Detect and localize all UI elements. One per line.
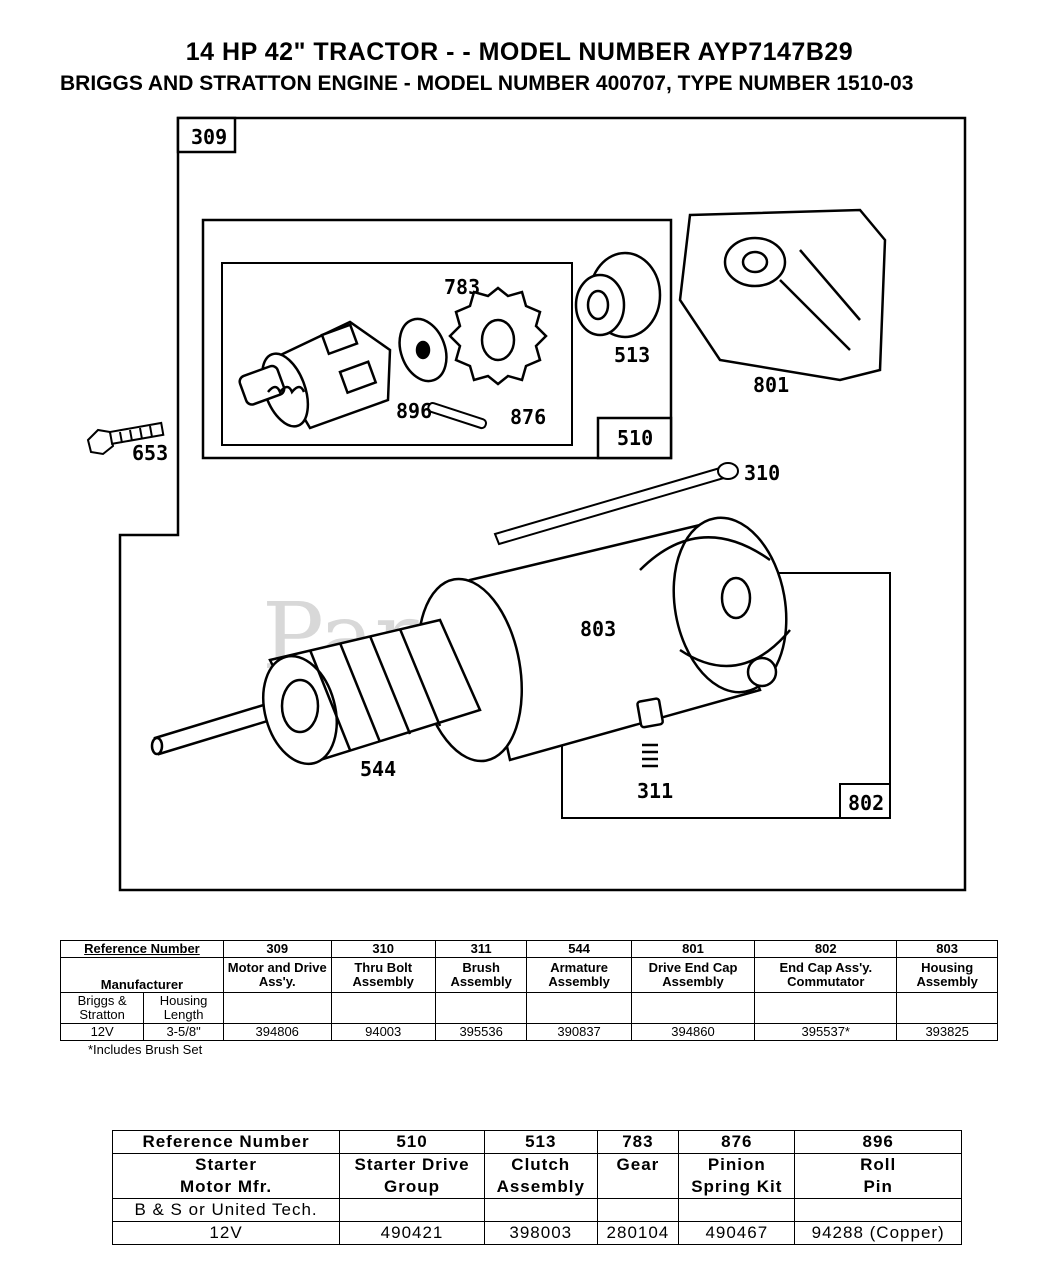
page-subtitle: BRIGGS AND STRATTON ENGINE - MODEL NUMBE… bbox=[60, 72, 914, 95]
t1-part: 94003 bbox=[330, 1023, 436, 1041]
parts-table-2: Reference Number 510 513 783 876 896 Sta… bbox=[111, 1130, 962, 1245]
t2-desc1: Clutch bbox=[483, 1153, 598, 1176]
t1-manufacturer-header: Manufacturer bbox=[60, 957, 224, 993]
group-309-outline bbox=[118, 116, 967, 892]
clutch-513-drawing bbox=[574, 251, 662, 339]
starter-drive-inner-box bbox=[221, 262, 573, 446]
t2-desc1: Pinion bbox=[678, 1153, 796, 1176]
t1-ref-header: Reference Number bbox=[60, 940, 224, 958]
t2-ref: 783 bbox=[596, 1130, 680, 1154]
footnote: *Includes Brush Set bbox=[88, 1042, 203, 1057]
washer-drawing bbox=[398, 317, 448, 383]
gear-783-drawing bbox=[448, 286, 548, 386]
t2-voltage: 12V bbox=[111, 1221, 341, 1245]
group-510-label: 510 bbox=[617, 426, 653, 450]
t2-mfr-label-2: Motor Mfr. bbox=[111, 1176, 341, 1199]
t1-ref: 802 bbox=[754, 940, 898, 958]
group-802-tag bbox=[839, 783, 891, 819]
t1-ref: 544 bbox=[526, 940, 632, 958]
thru-bolt-310-drawing bbox=[493, 462, 739, 546]
t1-desc: End Cap Ass'y. Commutator bbox=[754, 957, 898, 993]
callout-513: 513 bbox=[614, 343, 650, 367]
t1-ref: 311 bbox=[434, 940, 528, 958]
t1-part: 395536 bbox=[434, 1023, 528, 1041]
callout-801: 801 bbox=[753, 373, 789, 397]
parts-diagram: PartsTree 309 510 802 653 783 896 876 bbox=[86, 116, 967, 892]
group-309-tag bbox=[176, 116, 237, 154]
t2-desc1: Starter Drive bbox=[339, 1153, 485, 1176]
callout-310: 310 bbox=[744, 461, 780, 485]
t2-ref: 513 bbox=[483, 1130, 598, 1154]
t1-desc: Motor and Drive Ass'y. bbox=[222, 957, 332, 993]
t2-part: 490467 bbox=[678, 1221, 796, 1245]
callout-803: 803 bbox=[580, 617, 616, 641]
t1-desc: Housing Assembly bbox=[896, 957, 998, 993]
t1-part: 390837 bbox=[526, 1023, 632, 1041]
group-309-label: 309 bbox=[191, 125, 227, 149]
t1-sub-label: Housing Length bbox=[143, 992, 224, 1024]
t2-mfr-value: B & S or United Tech. bbox=[111, 1198, 341, 1222]
parts-table-1: Reference Number 309 310 311 544 801 802… bbox=[59, 940, 998, 1041]
callout-876: 876 bbox=[510, 405, 546, 429]
t2-ref: 896 bbox=[794, 1130, 962, 1154]
brush-311-drawing bbox=[636, 697, 664, 768]
t2-desc2 bbox=[596, 1176, 680, 1199]
bolt-653-drawing bbox=[86, 421, 165, 456]
drive-sleeve-drawing bbox=[238, 320, 392, 430]
t1-part: 394806 bbox=[222, 1023, 332, 1041]
t2-part: 398003 bbox=[483, 1221, 598, 1245]
t1-part: 393825 bbox=[896, 1023, 998, 1041]
callout-311: 311 bbox=[637, 779, 673, 803]
t1-desc: Thru Bolt Assembly bbox=[330, 957, 436, 993]
t2-desc1: Gear bbox=[596, 1153, 680, 1176]
t2-desc1: Roll bbox=[794, 1153, 962, 1176]
t1-ref: 310 bbox=[330, 940, 436, 958]
group-802-label: 802 bbox=[848, 791, 884, 815]
callout-896: 896 bbox=[396, 399, 432, 423]
t2-ref-header: Reference Number bbox=[111, 1130, 341, 1154]
t1-ref: 801 bbox=[630, 940, 756, 958]
t1-part: 395537* bbox=[754, 1023, 898, 1041]
t1-voltage: 12V bbox=[59, 1023, 145, 1041]
callout-544: 544 bbox=[360, 757, 396, 781]
t2-ref: 510 bbox=[339, 1130, 485, 1154]
t1-ref: 309 bbox=[222, 940, 332, 958]
t1-desc: Drive End Cap Assembly bbox=[630, 957, 756, 993]
group-510-outline bbox=[201, 218, 673, 460]
t2-desc2: Assembly bbox=[483, 1176, 598, 1199]
drive-end-cap-801-drawing bbox=[678, 208, 887, 382]
t1-part: 394860 bbox=[630, 1023, 756, 1041]
t2-part: 490421 bbox=[339, 1221, 485, 1245]
t2-mfr-label-1: Starter bbox=[111, 1153, 341, 1176]
t2-desc2: Spring Kit bbox=[678, 1176, 796, 1199]
t2-ref: 876 bbox=[678, 1130, 796, 1154]
t2-part: 280104 bbox=[596, 1221, 680, 1245]
t2-part: 94288 (Copper) bbox=[794, 1221, 962, 1245]
t1-length: 3-5/8" bbox=[143, 1023, 224, 1041]
t1-sub-label: Briggs & Stratton bbox=[59, 992, 145, 1024]
roll-pin-drawing bbox=[427, 402, 488, 430]
callout-653: 653 bbox=[132, 441, 168, 465]
t1-desc: Brush Assembly bbox=[434, 957, 528, 993]
armature-544-drawing bbox=[150, 618, 482, 766]
group-510-tag bbox=[596, 416, 673, 460]
page-title: 14 HP 42" TRACTOR - - MODEL NUMBER AYP71… bbox=[185, 38, 854, 66]
t2-desc2: Pin bbox=[794, 1176, 962, 1199]
t1-desc: Armature Assembly bbox=[526, 957, 632, 993]
t1-ref: 803 bbox=[896, 940, 998, 958]
t2-desc2: Group bbox=[339, 1176, 485, 1199]
